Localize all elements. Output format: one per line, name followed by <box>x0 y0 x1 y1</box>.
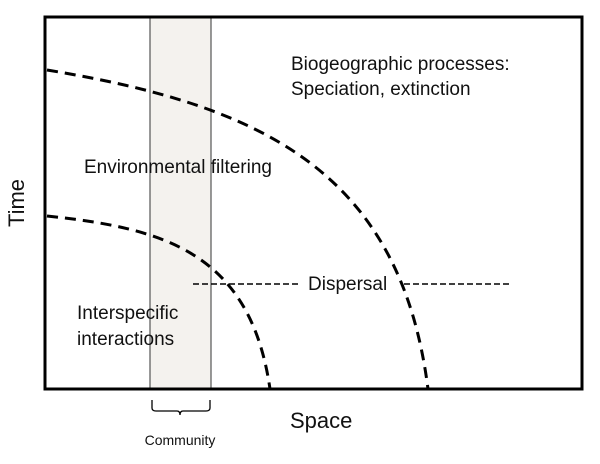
outer-boundary-curve <box>46 68 430 390</box>
y-axis-label: Time <box>4 179 29 227</box>
x-axis-label: Space <box>290 408 352 433</box>
interspecific-label-line1: Interspecific <box>77 303 178 324</box>
plot-frame <box>43 15 584 391</box>
environmental-filtering-label: Environmental filtering <box>84 157 272 178</box>
community-band <box>149 16 212 390</box>
interspecific-label-line2: interactions <box>77 329 174 350</box>
community-label: Community <box>145 432 216 448</box>
biogeographic-label-line2: Speciation, extinction <box>291 79 471 100</box>
biogeographic-label-line1: Biogeographic processes: <box>291 54 510 75</box>
dispersal-label: Dispersal <box>308 274 387 295</box>
community-brace <box>151 400 211 416</box>
inner-boundary-curve <box>46 214 272 390</box>
